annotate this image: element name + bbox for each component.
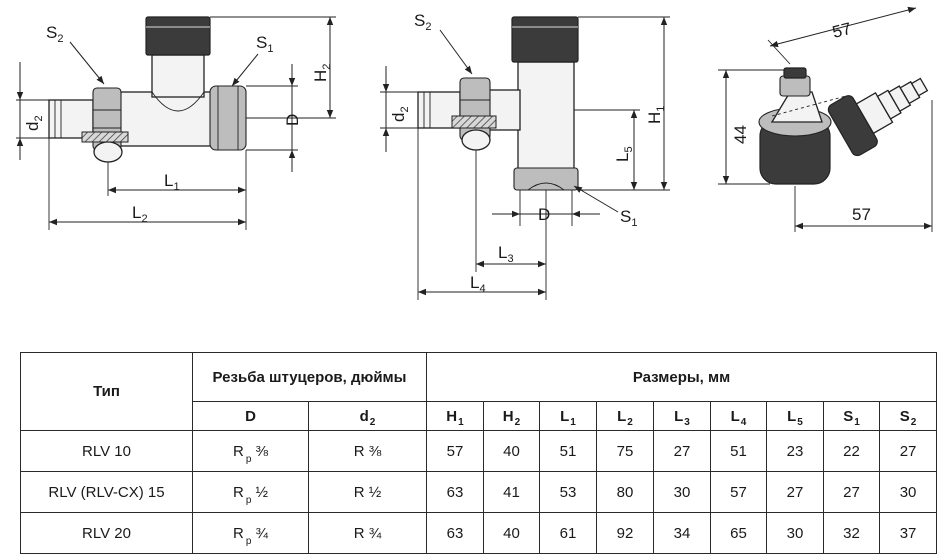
cell-dim-l5: 30 — [766, 512, 824, 554]
s1-label: S1 — [256, 33, 273, 55]
cell-dim-h1: 63 — [426, 512, 484, 554]
cell-dim-l3: 27 — [653, 430, 711, 472]
cell-dim-h2: 41 — [483, 471, 540, 513]
cell-dim-l4: 51 — [710, 430, 767, 472]
l3-label: L3 — [498, 243, 514, 265]
v3-hose-tail — [827, 77, 929, 157]
v3-top-dim-label: 57 — [830, 19, 853, 42]
cell-dim-h2: 40 — [483, 430, 540, 472]
cell-dim-l4: 57 — [710, 471, 767, 513]
cell-thread-d2: R ¾ — [308, 512, 427, 554]
valve1-stem-curve — [151, 91, 205, 112]
cell-dim-l5: 23 — [766, 430, 824, 472]
header-type: Тип — [20, 352, 193, 431]
cell-dim-l1: 51 — [539, 430, 597, 472]
thread-subheader-0: D — [192, 401, 309, 431]
v3-top-nut — [779, 75, 811, 97]
valve1-section-hatch — [81, 131, 129, 143]
cell-dim-l1: 53 — [539, 471, 597, 513]
dim-header-h1: H1 — [426, 401, 484, 431]
v2-s2-leader — [439, 29, 473, 75]
cell-dim-s1: 22 — [823, 430, 880, 472]
dim-header-s1: S1 — [823, 401, 880, 431]
cell-type: RLV 20 — [20, 512, 193, 554]
cell-dim-s2: 37 — [878, 512, 938, 554]
cell-dim-l2: 75 — [596, 430, 654, 472]
v2-s1-label: S1 — [620, 207, 637, 229]
cell-dim-h2: 40 — [483, 512, 540, 554]
cell-thread-d2: R ½ — [308, 471, 427, 513]
l4-label: L4 — [470, 273, 486, 295]
dim-header-l5: L5 — [766, 401, 824, 431]
v3-height-dim-label: 44 — [731, 125, 750, 144]
cell-type: RLV 10 — [20, 430, 193, 472]
cell-dim-l3: 34 — [653, 512, 711, 554]
dim-header-l4: L4 — [710, 401, 767, 431]
d-label: D — [283, 114, 302, 126]
d2-label: d2 — [23, 115, 45, 131]
dim-header-l3: L3 — [653, 401, 711, 431]
cell-dim-l4: 65 — [710, 512, 767, 554]
s2-label: S2 — [46, 23, 63, 45]
valve2-bottom-nut — [513, 167, 579, 191]
v3-top-dim-line — [769, 6, 917, 48]
valve-angle-view: d2 S2 H1 L5 D S1 L3 L4 — [380, 11, 670, 300]
valve-perspective-view: 57 44 57 — [718, 6, 933, 232]
dim-header-l2: L2 — [596, 401, 654, 431]
h2-label: H2 — [311, 64, 333, 82]
cell-dim-l1: 61 — [539, 512, 597, 554]
cell-dim-l2: 80 — [596, 471, 654, 513]
header-dimensions: Размеры, мм — [425, 352, 938, 402]
technical-drawings: d2 S2 S1 H2 D L1 L2 — [16, 6, 933, 300]
valve2-vertical-body — [517, 61, 575, 171]
v3-neck — [770, 91, 823, 123]
cell-dim-s2: 27 — [878, 430, 938, 472]
spec-table: Тип Резьба штуцеров, дюймы Размеры, мм D… — [20, 352, 938, 554]
h1-label: H1 — [645, 106, 667, 124]
valve2-cap — [511, 16, 579, 63]
dim-header-h2: H2 — [483, 401, 540, 431]
valve1-right-nut — [209, 85, 247, 151]
cell-dim-l2: 92 — [596, 512, 654, 554]
cell-dim-s1: 32 — [823, 512, 880, 554]
s2-leader — [69, 41, 105, 85]
cell-thread-d2: R ⅜ — [308, 430, 427, 472]
v2-d2-label: d2 — [389, 106, 411, 122]
cell-dim-l5: 27 — [766, 471, 824, 513]
v2-s1-leader — [573, 185, 619, 213]
cell-dim-s1: 27 — [823, 471, 880, 513]
l5-label: L5 — [613, 146, 635, 162]
valve2-section-hatch — [451, 115, 497, 129]
v2-s2-label: S2 — [414, 11, 431, 33]
v2-d-label: D — [538, 205, 550, 224]
s1-leader — [231, 53, 259, 87]
dim-header-s2: S2 — [878, 401, 938, 431]
v3-bottom-dim-label: 57 — [852, 205, 871, 224]
v3-top-cap — [783, 67, 807, 79]
dim-header-l1: L1 — [539, 401, 597, 431]
valve1-stem — [151, 54, 205, 98]
valve1-cap — [145, 16, 211, 56]
thread-subheader-1: d2 — [308, 401, 427, 431]
l2-label: L2 — [132, 203, 148, 225]
cell-type: RLV (RLV-CX) 15 — [20, 471, 193, 513]
cell-dim-h1: 57 — [426, 430, 484, 472]
valve1-union-lower — [93, 141, 123, 163]
header-thread: Резьба штуцеров, дюймы — [192, 352, 427, 402]
l1-label: L1 — [164, 171, 180, 193]
valve-straight-view: d2 S2 S1 H2 D L1 L2 — [16, 16, 336, 230]
cell-dim-s2: 30 — [878, 471, 938, 513]
cell-dim-h1: 63 — [426, 471, 484, 513]
cell-dim-l3: 30 — [653, 471, 711, 513]
